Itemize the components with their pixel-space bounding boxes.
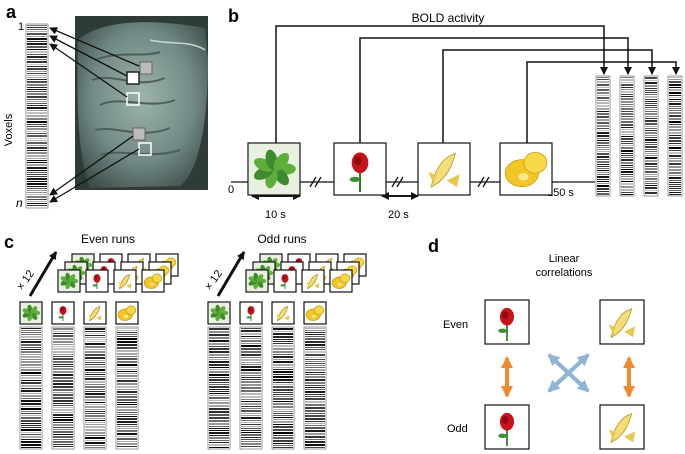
panel-d-letter: d (428, 236, 439, 256)
stimulus-mint (247, 142, 301, 196)
odd-rose-image (484, 404, 530, 450)
stimulus-lemon (499, 142, 553, 196)
panel-b-letter: b (228, 6, 239, 26)
correlations-title-1: Linear (549, 253, 580, 265)
correlation-images (484, 299, 645, 450)
time-start-label: 0 (228, 184, 234, 196)
row-odd-label: Odd (447, 423, 468, 435)
even-summary-mint (19, 301, 43, 325)
odd-pattern-1 (207, 326, 231, 450)
odd-pattern-2 (239, 326, 263, 450)
across-correlation-arrows (547, 353, 590, 393)
panel-a-letter: a (6, 2, 17, 22)
run-stacks (19, 253, 367, 325)
odd-stack-banana-0 (301, 269, 325, 293)
voxel-index-top: 1 (18, 21, 24, 33)
gap-duration-label: 20 s (388, 209, 409, 221)
stimulus-rose (333, 142, 387, 196)
bold-barcodes (595, 75, 683, 197)
panel-c-letter: c (4, 232, 14, 252)
even-summary-banana (83, 301, 107, 325)
bold-pattern-1 (595, 75, 611, 197)
even-runs-label: Even runs (81, 232, 135, 246)
repeat-arrows (28, 251, 246, 297)
even-pattern-4 (115, 326, 139, 450)
even-summary-lemon (115, 301, 139, 325)
odd-summary-mint (207, 301, 231, 325)
even-pattern-2 (51, 326, 75, 450)
even-rose-image (484, 299, 530, 345)
bold-pattern-4 (667, 75, 683, 197)
odd-stack-lemon-0 (329, 269, 353, 293)
even-stack-mint-0 (57, 269, 81, 293)
even-pattern-3 (83, 326, 107, 450)
even-pattern-1 (19, 326, 43, 450)
bold-pattern-2 (619, 75, 635, 197)
stimulus-duration-label: 10 s (265, 209, 286, 221)
even-stack-rose-0 (85, 269, 109, 293)
odd-banana-image (599, 404, 645, 450)
voxel-mapping-arrows (49, 27, 140, 203)
bold-routing-lines (275, 25, 680, 143)
even-stack-banana-0 (113, 269, 137, 293)
brain-mri-image (75, 16, 208, 190)
voxel-index-bottom: n (16, 196, 23, 210)
odd-stack-rose-0 (273, 269, 297, 293)
odd-runs-label: Odd runs (257, 232, 306, 246)
correlations-title-2: correlations (536, 267, 593, 279)
voxels-axis-label: Voxels (3, 113, 15, 146)
stimulus-sequence (247, 142, 553, 196)
bold-pattern-3 (643, 75, 659, 197)
within-correlation-arrows (501, 356, 635, 398)
odd-summary-banana (271, 301, 295, 325)
voxel-barcode-a (25, 23, 49, 209)
stimulus-banana (417, 142, 471, 196)
run-barcodes (19, 326, 327, 450)
voxel-squares (126, 61, 153, 156)
even-banana-image (599, 299, 645, 345)
even-stack-lemon-0 (141, 269, 165, 293)
odd-summary-rose (239, 301, 263, 325)
odd-pattern-3 (271, 326, 295, 450)
row-even-label: Even (443, 319, 468, 331)
odd-stack-mint-0 (245, 269, 269, 293)
time-end-label: 150 s (547, 187, 574, 199)
bold-activity-label: BOLD activity (412, 11, 485, 25)
odd-pattern-4 (303, 326, 327, 450)
even-summary-rose (51, 301, 75, 325)
odd-summary-lemon (303, 301, 327, 325)
voxel-column (25, 23, 49, 209)
